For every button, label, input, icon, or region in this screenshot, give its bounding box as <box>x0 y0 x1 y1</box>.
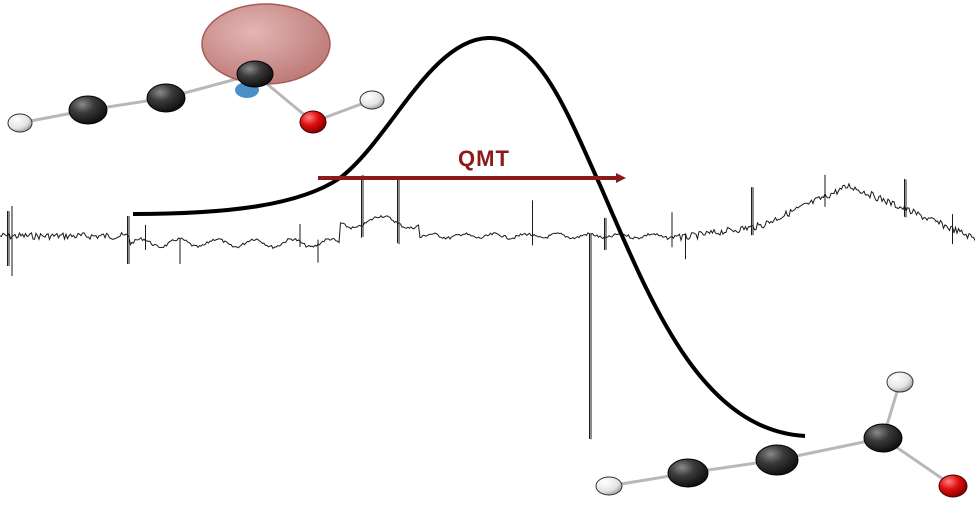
hydrogen-atom <box>886 371 914 393</box>
reactant-molecule <box>7 3 385 134</box>
carbon-atom <box>667 458 709 488</box>
carbon-atom <box>68 95 108 125</box>
product-molecule <box>595 371 968 498</box>
oxygen-atom <box>299 110 327 134</box>
carbon-atom <box>863 423 903 453</box>
oxygen-atom <box>938 474 968 498</box>
hydrogen-atom <box>7 113 33 133</box>
energy-barrier-curve <box>132 35 806 438</box>
hydrogen-atom <box>359 90 385 110</box>
hydrogen-atom <box>595 476 623 496</box>
carbon-atom <box>755 444 799 476</box>
carbon-atom <box>236 60 274 88</box>
spectrum-trace <box>0 174 975 440</box>
qmt-label: QMT <box>458 146 510 171</box>
carbon-atom <box>146 83 186 113</box>
